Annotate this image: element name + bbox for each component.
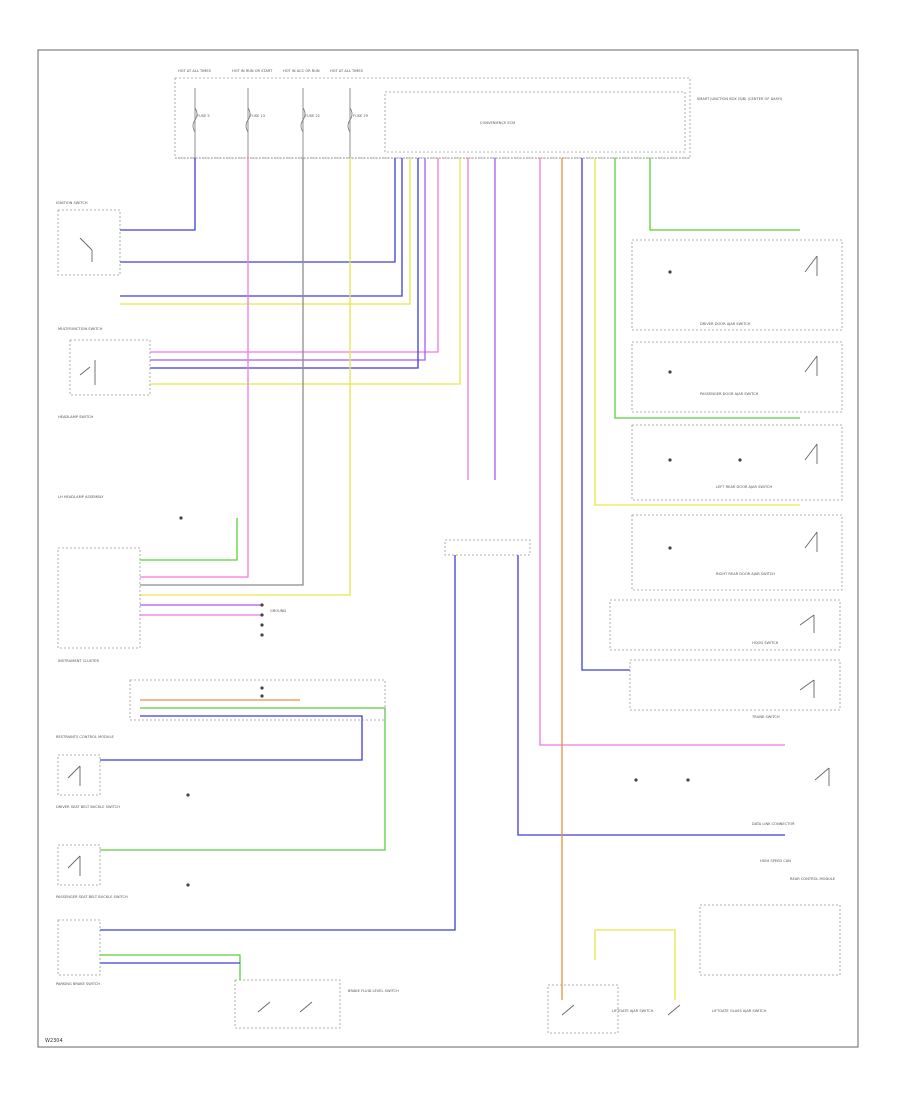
diagram-code: W2304 xyxy=(45,1038,63,1044)
wire-ignition-1 xyxy=(120,158,196,231)
high-speed-can-label: HIGH SPEED CAN xyxy=(760,859,791,863)
wire-restraint-1 xyxy=(100,707,386,851)
wire-restraint-2 xyxy=(100,715,363,761)
wire-left-rear xyxy=(594,158,800,506)
wire-ignition-2 xyxy=(120,158,396,263)
fuse-label-4: FUSE 29 xyxy=(353,114,369,118)
liftgate-ajar-label: LIFTGATE AJAR SWITCH xyxy=(612,1009,654,1013)
rear-control-module: REAR CONTROL MODULE DATA LINK CONNECTOR … xyxy=(752,822,836,881)
module-side-label: SMART JUNCTION BOX (SJB) (CENTER OF DASH… xyxy=(697,97,783,101)
restraints-control-module: RESTRAINTS CONTROL MODULE xyxy=(56,679,386,739)
multifunction-switch: MULTIFUNCTION SWITCH HEADLAMP SWITCH xyxy=(58,327,151,419)
hood-switch: HOOD SWITCH xyxy=(609,599,841,651)
trunk-switch-label: TRUNK SWITCH xyxy=(751,715,780,719)
lh-headlamp: LH HEADLAMP ASSEMBLY xyxy=(58,495,183,520)
ignition-switch: IGNITION SWITCH xyxy=(56,201,121,276)
wire-passenger-door xyxy=(614,158,800,419)
wire-parking-1 xyxy=(100,954,241,980)
instrument-cluster-label: INSTRUMENT CLUSTER xyxy=(58,659,99,663)
convenience-ecm-box xyxy=(384,91,686,153)
ground-label: GROUND xyxy=(270,609,286,613)
wires xyxy=(100,158,800,1000)
wire-mfs-3 xyxy=(150,158,419,369)
wire-driver-door xyxy=(649,158,800,231)
fuse-labels: HOT AT ALL TIMES HOT IN RUN OR START HOT… xyxy=(178,69,369,118)
brake-fluid-label: BRAKE FLUID LEVEL SWITCH xyxy=(348,989,399,993)
fuse-label-top-2: HOT IN RUN OR START xyxy=(232,69,273,73)
parking-brake-label: PARKING BRAKE SWITCH xyxy=(56,982,100,986)
fuse-label-top-1: HOT AT ALL TIMES xyxy=(178,69,212,73)
wire-mf-2 xyxy=(120,158,411,305)
driver-door-ajar-label: DRIVER DOOR AJAR SWITCH xyxy=(700,322,751,326)
wire-mfs-4 xyxy=(150,158,461,385)
brake-fluid-level xyxy=(634,767,830,786)
diagram-frame xyxy=(37,49,859,1048)
smart-junction-box xyxy=(174,77,691,159)
fuse-label-top-4: HOT AT ALL TIMES xyxy=(330,69,364,73)
left-rear-door-label: LEFT REAR DOOR AJAR SWITCH xyxy=(716,485,772,489)
fuse-label-2: FUSE 13 xyxy=(250,114,265,118)
wire-mf-1 xyxy=(120,158,403,297)
passenger-seat-belt-label: PASSENGER SEAT BELT BUCKLE SWITCH xyxy=(56,895,128,899)
driver-seat-belt-switch: DRIVER SEAT BELT BUCKLE SWITCH xyxy=(56,754,190,809)
wire-rear-control xyxy=(517,555,785,836)
wire-rcm-1 xyxy=(100,555,456,931)
wire-headlamp xyxy=(140,518,238,561)
restraints-control-label: RESTRAINTS CONTROL MODULE xyxy=(56,735,114,739)
wire-mfs-1 xyxy=(150,158,439,353)
wire-hood xyxy=(581,158,630,671)
wire-ic-2 xyxy=(140,158,304,586)
fuse-label-1: FUSE 5 xyxy=(197,114,210,118)
wire-liftgate-glass xyxy=(594,929,676,1000)
parking-brake-switch: PARKING BRAKE SWITCH BRAKE FLUID LEVEL S… xyxy=(56,919,399,1029)
data-link-label: DATA LINK CONNECTOR xyxy=(752,822,795,826)
liftgate-switches: LIFTGATE AJAR SWITCH LIFTGATE GLASS AJAR… xyxy=(547,904,841,1034)
right-rear-door-label: RIGHT REAR DOOR AJAR SWITCH xyxy=(716,572,775,576)
rear-control-label: REAR CONTROL MODULE xyxy=(790,877,836,881)
fuse-label-3: FUSE 22 xyxy=(305,114,320,118)
multifunction-switch-label: MULTIFUNCTION SWITCH xyxy=(58,327,103,331)
right-rear-door-ajar-switch: RIGHT REAR DOOR AJAR SWITCH xyxy=(631,514,843,591)
ignition-switch-label: IGNITION SWITCH xyxy=(56,201,88,205)
driver-door-ajar-switch: DRIVER DOOR AJAR SWITCH xyxy=(631,239,843,331)
driver-seat-belt-label: DRIVER SEAT BELT BUCKLE SWITCH xyxy=(56,805,120,809)
wire-ic-3 xyxy=(140,158,351,596)
lh-headlamp-label: LH HEADLAMP ASSEMBLY xyxy=(58,495,104,499)
instrument-cluster: INSTRUMENT CLUSTER GROUND xyxy=(57,547,286,663)
headlamp-switch-label: HEADLAMP SWITCH xyxy=(58,415,94,419)
passenger-seat-belt-switch: PASSENGER SEAT BELT BUCKLE SWITCH xyxy=(56,844,190,899)
wire-mfs-2 xyxy=(150,158,426,361)
passenger-door-ajar-label: PASSENGER DOOR AJAR SWITCH xyxy=(700,392,759,396)
central-connector xyxy=(444,539,531,556)
hood-switch-label: HOOD SWITCH xyxy=(752,641,779,645)
liftgate-glass-label: LIFTGATE GLASS AJAR SWITCH xyxy=(712,1009,767,1013)
fuses xyxy=(192,88,353,158)
wire-ic-1 xyxy=(140,158,249,578)
wire-brake-fluid xyxy=(539,158,785,746)
module-name: CONVENIENCE ECM xyxy=(480,121,515,125)
trunk-switch: TRUNK SWITCH xyxy=(629,659,841,719)
fuse-label-top-3: HOT IN ACC OR RUN xyxy=(283,69,320,73)
passenger-door-ajar-switch: PASSENGER DOOR AJAR SWITCH xyxy=(631,341,843,413)
left-rear-door-ajar-switch: LEFT REAR DOOR AJAR SWITCH xyxy=(631,424,843,501)
